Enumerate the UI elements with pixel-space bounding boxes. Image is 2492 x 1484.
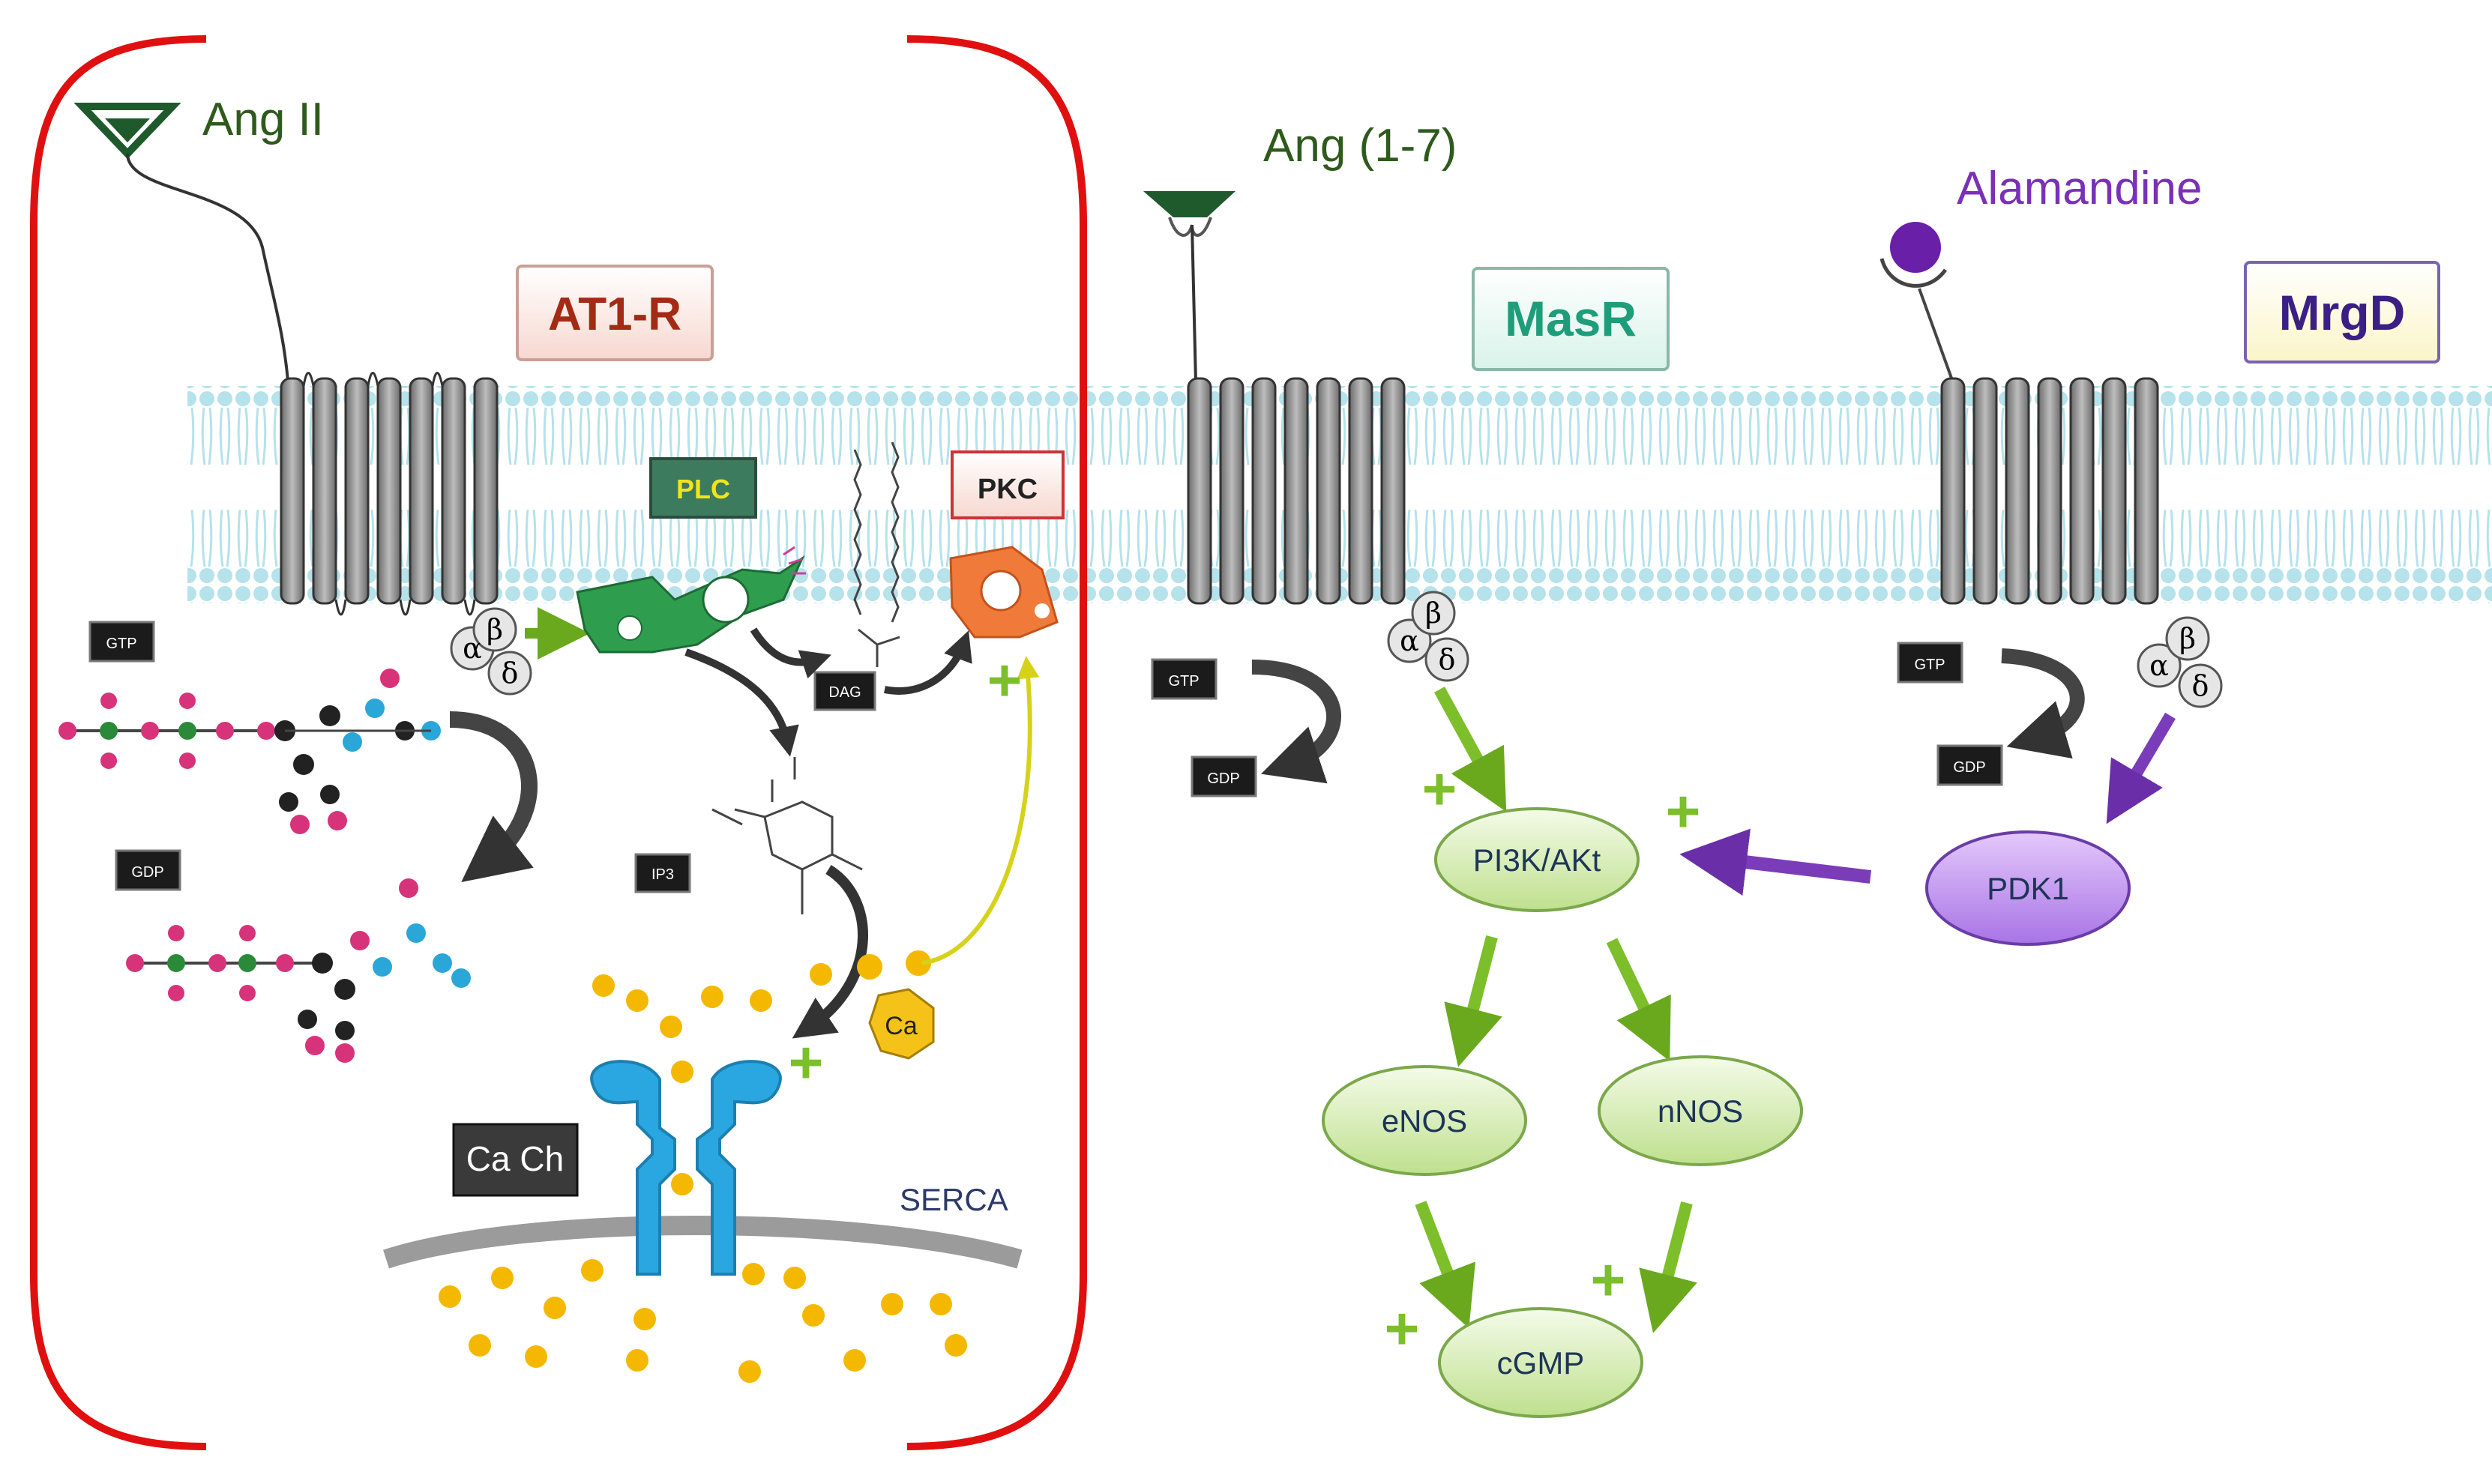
- svg-text:PKC: PKC: [978, 474, 1038, 505]
- pkc-enzyme-icon: [949, 546, 1059, 639]
- calcium-channel-icon: [590, 1060, 782, 1276]
- svg-text:Ca Ch: Ca Ch: [466, 1139, 564, 1178]
- svg-text:GTP: GTP: [106, 636, 136, 652]
- calcium-to-pkc-arrow: [921, 656, 1040, 965]
- g-protein-subunits-at1r: α β δ: [450, 607, 532, 696]
- svg-text:PI3K/AKt: PI3K/AKt: [1473, 842, 1601, 878]
- svg-text:Ca: Ca: [885, 1012, 918, 1040]
- svg-text:DAG: DAG: [828, 684, 861, 701]
- plc-enzyme-icon: [576, 546, 806, 654]
- gtp-box-mrgd: GTP: [1897, 642, 1963, 684]
- cell-boundary: [30, 35, 1087, 1450]
- gtp-to-gdp-arrow: [449, 711, 538, 883]
- at1r-label: AT1-R: [548, 289, 681, 340]
- plus-masr-pi3k: +: [1422, 755, 1457, 822]
- pi3k-akt-node: PI3K/AKt: [1434, 807, 1640, 912]
- gdp-molecule-icon: [126, 878, 471, 1063]
- mrgd-box: MrgD: [2244, 261, 2440, 364]
- svg-text:δ: δ: [2192, 669, 2209, 702]
- at1r-box: AT1-R: [516, 265, 714, 361]
- ip3-to-channel-arrow: [792, 865, 868, 1039]
- gdp-box-masr: GDP: [1191, 755, 1257, 797]
- pi3k-to-enos-arrow: [1444, 935, 1502, 1067]
- svg-text:α: α: [2149, 649, 2169, 682]
- masr-receptor-helices: [1187, 377, 1406, 605]
- plus-pdk1-pi3k: +: [1666, 778, 1701, 845]
- svg-text:GTP: GTP: [1914, 657, 1945, 673]
- ang2-label: Ang II: [202, 94, 324, 145]
- dag-lipid-icon: [853, 441, 900, 667]
- gdp-box-mrgd: GDP: [1936, 744, 2003, 786]
- svg-text:α: α: [1400, 624, 1419, 657]
- ip3-box: IP3: [634, 853, 691, 893]
- enos-to-cgmp-arrow: [1415, 1201, 1475, 1329]
- gtp-to-gdp-arrow-mrgd: [2001, 648, 2085, 759]
- pdk1-to-pi3k-arrow: [1679, 828, 1872, 896]
- svg-text:PDK1: PDK1: [1987, 871, 2069, 906]
- plc-to-dag-arrow: [750, 627, 831, 679]
- svg-text:GDP: GDP: [1207, 770, 1239, 787]
- svg-text:IP3: IP3: [651, 866, 674, 883]
- svg-text:nNOS: nNOS: [1658, 1094, 1743, 1129]
- plus-pkc: +: [987, 647, 1023, 714]
- at1r-receptor-helices: [280, 372, 499, 616]
- dag-to-pkc-arrow: [884, 630, 972, 695]
- gtp-molecule-icon: [58, 669, 441, 834]
- g-protein-subunits-mrgd: α β δ: [2137, 616, 2223, 708]
- gtp-box: GTP: [88, 621, 155, 663]
- svg-text:β: β: [1425, 597, 1442, 630]
- dag-box: DAG: [813, 671, 876, 711]
- mrgd-to-pdk1-arrow: [2106, 712, 2176, 824]
- enos-node: eNOS: [1322, 1065, 1527, 1176]
- plus-channel: +: [789, 1029, 824, 1096]
- ang17-ligand-icon: [1143, 191, 1236, 383]
- svg-text:α: α: [463, 632, 482, 665]
- svg-text:δ: δ: [1439, 643, 1456, 676]
- pkc-box: PKC: [951, 450, 1065, 519]
- pi3k-to-nnos-arrow: [1606, 938, 1671, 1062]
- plc-box: PLC: [649, 457, 757, 519]
- svg-text:β: β: [2179, 622, 2196, 655]
- nnos-node: nNOS: [1598, 1055, 1803, 1166]
- svg-text:GDP: GDP: [1953, 759, 1985, 776]
- svg-text:β: β: [487, 613, 503, 646]
- mrgd-receptor-helices: [1940, 377, 2159, 605]
- plus-nnos-cgmp: +: [1591, 1246, 1626, 1313]
- ang2-ligand-icon: [73, 103, 290, 390]
- gdp-box: GDP: [115, 849, 181, 891]
- svg-text:GDP: GDP: [131, 864, 163, 881]
- calcium-ions-icon: [439, 950, 967, 1383]
- alamandine-ligand-icon: [1879, 222, 1954, 383]
- pdk1-node: PDK1: [1925, 830, 2131, 946]
- ang17-label: Ang (1-7): [1263, 120, 1457, 172]
- gtp-to-gdp-arrow-masr: [1251, 660, 1341, 784]
- svg-text:MrgD: MrgD: [2279, 285, 2406, 340]
- svg-text:eNOS: eNOS: [1382, 1103, 1467, 1138]
- alamandine-label: Alamandine: [1957, 163, 2202, 214]
- masr-box: MasR: [1472, 267, 1670, 371]
- calcium-badge: Ca: [868, 988, 935, 1060]
- svg-text:GTP: GTP: [1168, 673, 1199, 690]
- svg-text:cGMP: cGMP: [1497, 1345, 1585, 1381]
- plc-to-ip3-arrow: [684, 648, 799, 757]
- svg-text:MasR: MasR: [1505, 291, 1637, 346]
- ca-channel-box: Ca Ch: [452, 1123, 579, 1197]
- nnos-to-cgmp-arrow: [1639, 1201, 1697, 1333]
- svg-text:δ: δ: [502, 657, 519, 690]
- gtp-box-masr: GTP: [1151, 658, 1218, 700]
- serca-label: SERCA: [900, 1182, 1008, 1217]
- serca-membrane: [382, 1216, 1023, 1269]
- cgmp-node: cGMP: [1438, 1307, 1643, 1418]
- ip3-molecule-icon: [711, 757, 863, 914]
- masr-to-pi3k-arrow: [1433, 687, 1507, 812]
- g-protein-subunits-masr: α β δ: [1387, 591, 1469, 682]
- plus-enos-cgmp: +: [1385, 1295, 1420, 1362]
- svg-text:PLC: PLC: [676, 474, 730, 504]
